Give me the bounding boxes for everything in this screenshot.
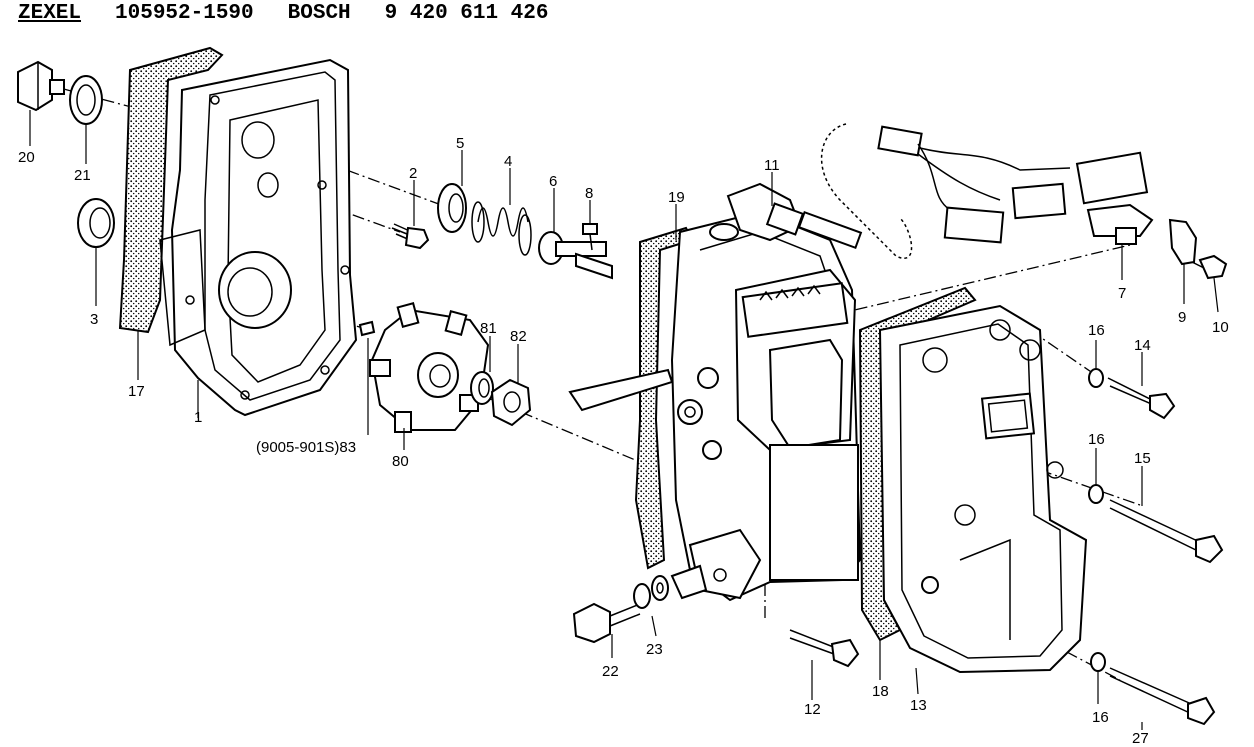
callout-labels: 20 21 3 17 1 2 5 4 6 8 (9005-901S)83 80 … — [18, 135, 1229, 747]
bolt-part-22 — [572, 602, 641, 644]
callout-14: 14 — [1134, 337, 1151, 354]
nut-part-82 — [490, 378, 532, 427]
callout-16-middle: 16 — [1088, 431, 1105, 448]
screw-part-10 — [1191, 254, 1228, 280]
callout-83: (9005-901S)83 — [256, 439, 356, 456]
callout-19: 19 — [668, 189, 685, 206]
callout-18: 18 — [872, 683, 889, 700]
brand-name: BOSCH — [287, 2, 351, 25]
callout-13: 13 — [910, 697, 927, 714]
callout-20: 20 — [18, 149, 35, 166]
callout-80: 80 — [392, 453, 409, 470]
bracket-part-9 — [1168, 218, 1198, 266]
callout-4: 4 — [504, 153, 512, 170]
callout-11: 11 — [764, 157, 780, 174]
callout-3: 3 — [90, 311, 98, 328]
clip-part-5 — [437, 183, 467, 233]
callout-5: 5 — [456, 135, 464, 152]
bolt-part-27 — [1090, 652, 1216, 726]
callout-81: 81 — [480, 320, 497, 337]
callout-17: 17 — [128, 383, 145, 400]
washer-part-81 — [470, 371, 494, 405]
callout-12: 12 — [804, 701, 821, 718]
callout-82: 82 — [510, 328, 527, 345]
plug-part-20 — [17, 60, 65, 112]
callout-7: 7 — [1118, 285, 1126, 302]
callout-1: 1 — [194, 409, 202, 426]
plunger-part-6 — [538, 231, 613, 280]
callout-16-top: 16 — [1088, 322, 1105, 339]
bolt-part-12 — [789, 629, 860, 668]
callout-22: 22 — [602, 663, 619, 680]
callout-9: 9 — [1178, 309, 1186, 326]
leader-lines — [29, 110, 1219, 730]
maker-name: ZEXEL — [18, 2, 82, 25]
bosch-part-number: 9 420 611 426 — [384, 2, 549, 25]
zexel-part-number: 105952-1590 — [115, 2, 254, 25]
callout-27: 27 — [1132, 730, 1149, 747]
callout-2: 2 — [409, 165, 417, 182]
bolt-part-14 — [1088, 368, 1176, 420]
callout-23: 23 — [646, 641, 663, 658]
bolt-part-2 — [391, 223, 430, 250]
washer-part-21 — [69, 75, 103, 125]
bolt-part-15 — [1088, 484, 1224, 564]
callout-10: 10 — [1212, 319, 1229, 336]
spring-part-4 — [471, 201, 532, 256]
callout-21: 21 — [74, 167, 91, 184]
connector-part-11 — [709, 182, 863, 250]
gasket-part-17 — [118, 46, 224, 334]
callout-15: 15 — [1134, 450, 1151, 467]
cover-part-13 — [878, 304, 1088, 674]
housing-part-1 — [159, 58, 358, 417]
diagram-header: ZEXEL 105952-1590 BOSCH 9 420 611 426 — [18, 2, 548, 28]
wiring-harness — [820, 123, 1154, 259]
actuator-body — [568, 210, 862, 602]
key-part-83 — [358, 320, 376, 337]
seal-ring-part-3 — [77, 198, 115, 248]
callout-8: 8 — [585, 185, 593, 202]
gear-part-80 — [369, 302, 490, 433]
callout-6: 6 — [549, 173, 557, 190]
washers-part-23 — [633, 564, 708, 609]
callout-16-bottom: 16 — [1092, 709, 1109, 726]
